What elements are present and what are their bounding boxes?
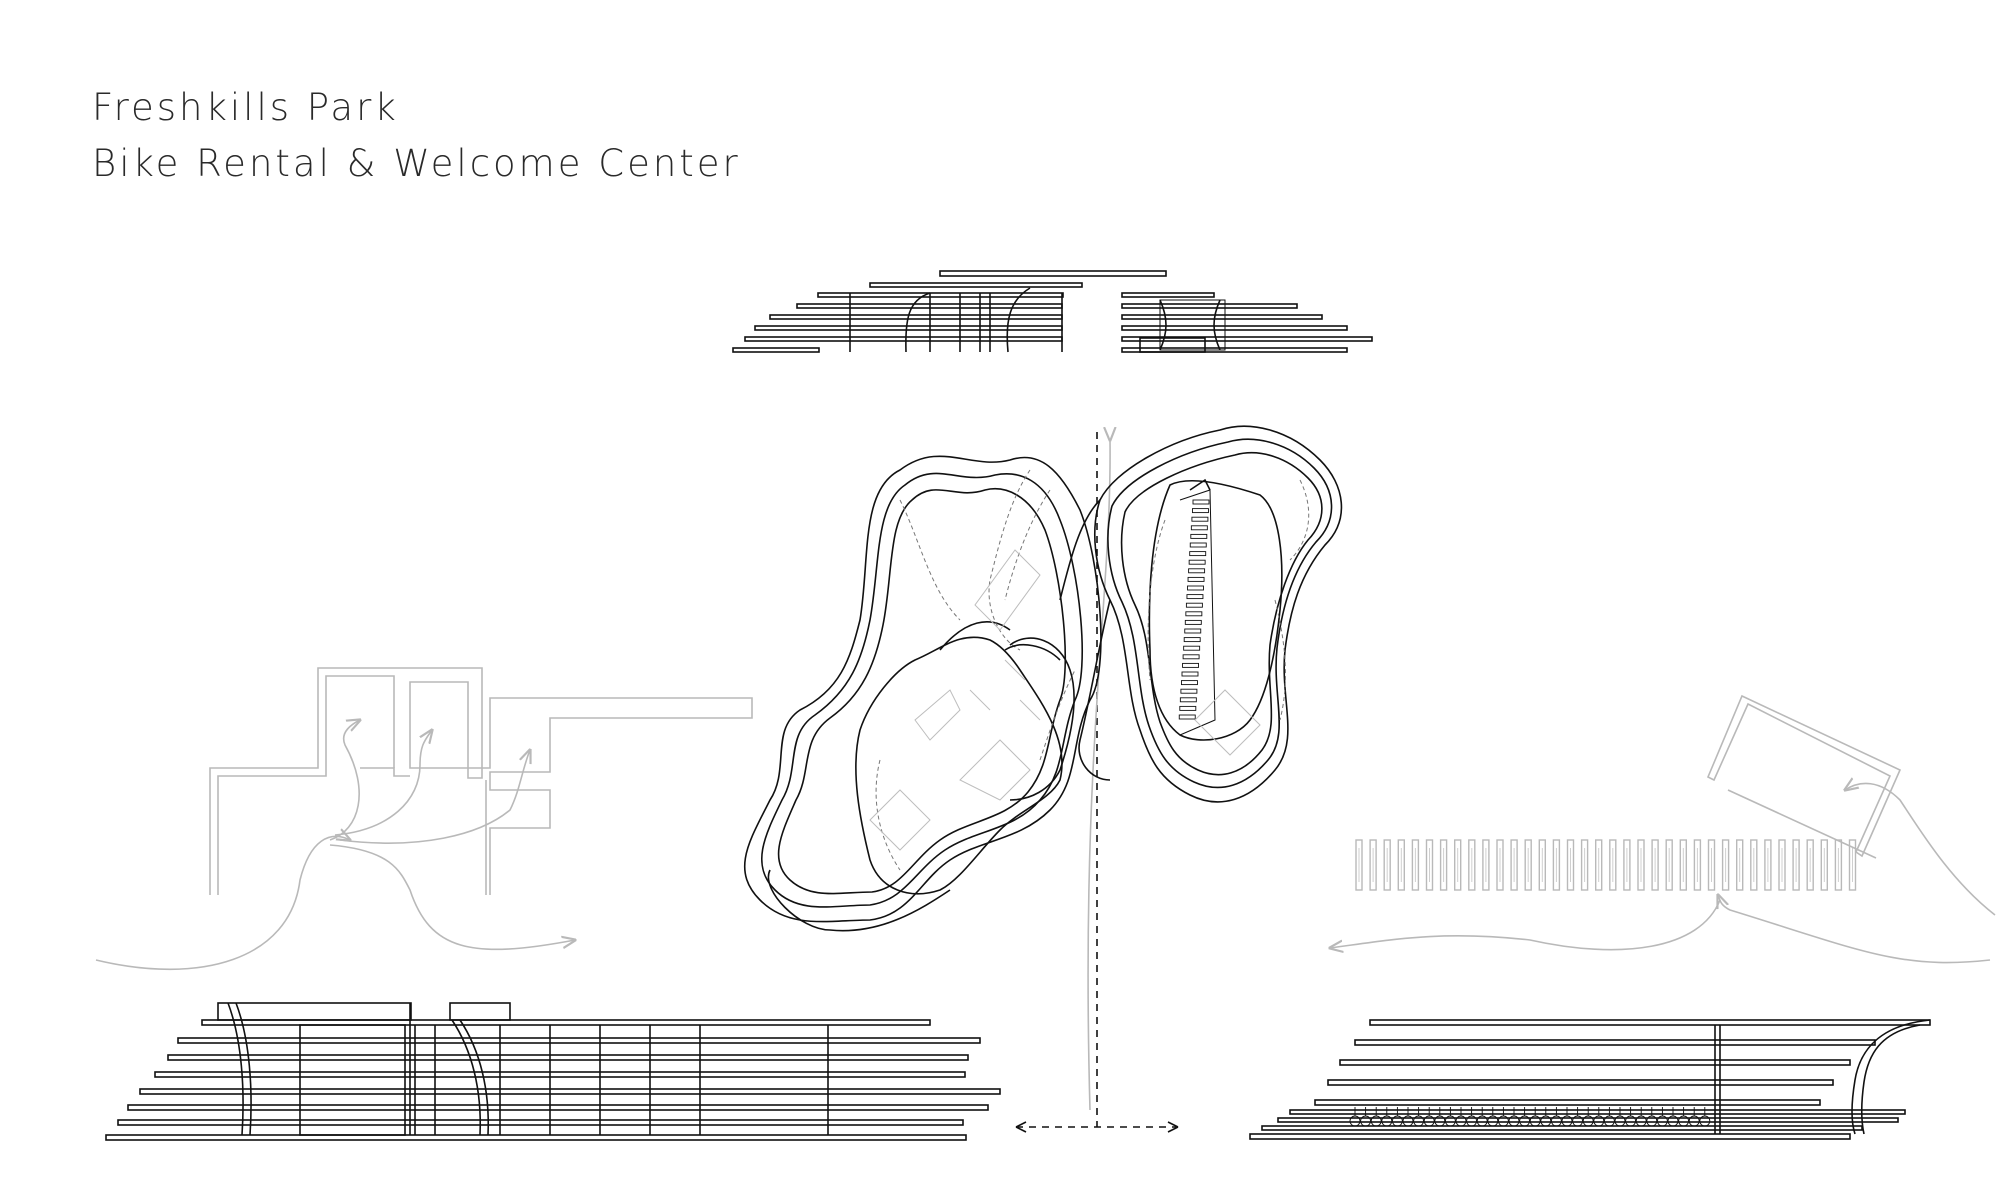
bike-slot-icon bbox=[1188, 568, 1206, 574]
top-elevation bbox=[732, 270, 1373, 353]
bike-slot-icon bbox=[1187, 585, 1204, 591]
bike-slot-icon bbox=[1183, 645, 1201, 651]
bottom-right-elevation bbox=[1249, 1019, 1931, 1140]
site-plan-west-mass bbox=[744, 455, 1102, 932]
bike-rack-plan bbox=[1178, 499, 1210, 720]
bike-slot-icon bbox=[1189, 551, 1207, 557]
bike-rack-icon bbox=[1820, 839, 1829, 891]
bike-slot-icon bbox=[1185, 602, 1203, 608]
bike-rack-icon bbox=[1778, 839, 1786, 891]
bike-rack-icon bbox=[1538, 839, 1547, 891]
bike-rack-icon bbox=[1735, 839, 1744, 891]
bike-rack-icon bbox=[1707, 839, 1716, 891]
bike-rack-icon bbox=[1482, 839, 1490, 891]
bike-slot-icon bbox=[1190, 525, 1208, 531]
bike-rack-icon bbox=[1369, 839, 1377, 891]
site-plan-east-mass bbox=[1059, 425, 1343, 803]
page-title: Freshkills Park bbox=[92, 86, 399, 129]
bike-rack-icon bbox=[1665, 839, 1673, 891]
bike-rack-icon bbox=[1425, 839, 1434, 891]
bike-row-elevation bbox=[1349, 1107, 1711, 1127]
bike-slot-icon bbox=[1185, 611, 1203, 617]
bike-slot-icon bbox=[1179, 697, 1197, 703]
bike-rack-icon bbox=[1609, 839, 1617, 891]
page-subtitle: Bike Rental & Welcome Center bbox=[92, 142, 741, 185]
bike-slot-icon bbox=[1181, 671, 1199, 677]
bike-rack-icon bbox=[1397, 839, 1406, 891]
section-axis bbox=[1015, 432, 1179, 1133]
bike-rack-icon bbox=[1355, 839, 1363, 891]
bike-rack-icon bbox=[1510, 839, 1518, 891]
bike-rack-icon bbox=[1524, 839, 1532, 891]
bike-slot-icon bbox=[1180, 688, 1198, 694]
bike-rack-icon bbox=[1651, 839, 1659, 891]
bike-slot-icon bbox=[1184, 628, 1202, 634]
bike-rack-icon bbox=[1750, 839, 1758, 891]
right-circulation-diagram bbox=[1330, 694, 1996, 964]
bike-rack-icon bbox=[1693, 839, 1702, 891]
bike-rack-icon bbox=[1383, 839, 1391, 891]
bike-slot-icon bbox=[1190, 533, 1208, 539]
bike-slot-icon bbox=[1192, 499, 1210, 505]
bike-rack-icon bbox=[1679, 839, 1688, 891]
bike-slot-icon bbox=[1182, 654, 1200, 660]
bike-slot-icon bbox=[1189, 542, 1207, 548]
bike-rack-icon bbox=[1721, 839, 1730, 891]
bike-rack-icon bbox=[1468, 839, 1476, 891]
bike-rack-icon bbox=[1411, 839, 1420, 891]
bike-slot-icon bbox=[1180, 680, 1198, 686]
bike-slot-icon bbox=[1187, 576, 1205, 582]
bike-slot-icon bbox=[1188, 559, 1206, 565]
bike-rack-icon bbox=[1453, 839, 1462, 891]
bike-slot-icon bbox=[1184, 619, 1202, 625]
bike-slot-icon bbox=[1191, 516, 1209, 522]
bike-rack-icon bbox=[1764, 839, 1772, 891]
bike-rack-icon bbox=[1637, 839, 1645, 891]
left-circulation-diagram bbox=[95, 667, 753, 971]
bike-rack-row bbox=[1355, 839, 1857, 891]
bike-rack-icon bbox=[1496, 839, 1504, 891]
bike-rack-icon bbox=[1806, 839, 1814, 891]
bike-slot-icon bbox=[1178, 714, 1196, 720]
bike-rack-icon bbox=[1580, 839, 1589, 891]
bike-rack-icon bbox=[1848, 839, 1857, 891]
bike-rack-icon bbox=[1623, 839, 1631, 891]
bottom-left-elevation bbox=[105, 1002, 1001, 1141]
bike-slot-icon bbox=[1183, 637, 1201, 643]
bike-rack-icon bbox=[1552, 839, 1561, 891]
bike-slot-icon bbox=[1179, 705, 1197, 711]
bike-rack-icon bbox=[1566, 839, 1575, 891]
bike-slot-icon bbox=[1182, 662, 1200, 668]
bike-rack-icon bbox=[1792, 839, 1800, 891]
title-block: Freshkills Park Bike Rental & Welcome Ce… bbox=[92, 80, 741, 192]
bike-slot-icon bbox=[1186, 594, 1204, 600]
bike-rack-icon bbox=[1439, 839, 1448, 891]
bike-rack-icon bbox=[1594, 839, 1603, 891]
bike-slot-icon bbox=[1191, 508, 1209, 514]
